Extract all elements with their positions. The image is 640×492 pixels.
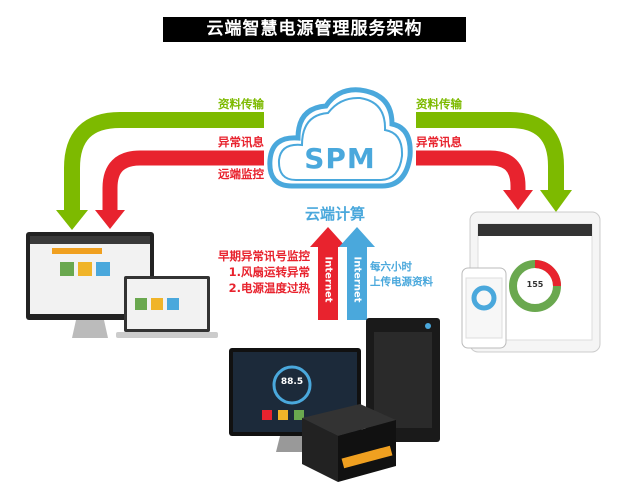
internet-red-text: Internet xyxy=(322,256,334,303)
cloud-caption: 云端计算 xyxy=(304,205,365,223)
note-line: 每六小时 xyxy=(370,261,412,273)
note-line: 2.电源温度过热 xyxy=(228,281,310,295)
cloud-icon xyxy=(267,87,413,189)
upload-notes: 每六小时 上传电源资料 xyxy=(370,260,433,290)
laptop xyxy=(116,276,218,338)
early-warning-notes: 早期异常讯号监控 1.风扇运转异常 2.电源温度过热 xyxy=(218,248,310,296)
internet-blue-arrow xyxy=(339,227,375,320)
note-line: 1.风扇运转异常 xyxy=(228,265,310,279)
note-line: 上传电源资料 xyxy=(370,276,433,288)
internet-red-arrow xyxy=(310,227,346,320)
right-data-arrow xyxy=(416,112,572,212)
cloud-spm-label: SPM xyxy=(304,142,376,175)
left-remote-label: 远端监控 xyxy=(218,167,264,181)
power-supply xyxy=(302,404,396,482)
left-alert-label: 异常讯息 xyxy=(218,135,264,149)
desktop-monitor-left xyxy=(26,232,154,338)
page-title: 云端智慧电源管理服务架构 xyxy=(163,17,466,42)
phone xyxy=(461,267,507,349)
left-data-arrow xyxy=(56,112,264,230)
right-data-transfer-label: 资料传输 xyxy=(416,97,462,111)
left-alert-arrow xyxy=(95,150,264,229)
pc-tower xyxy=(366,318,440,442)
internet-blue-text: Internet xyxy=(351,256,363,303)
right-alert-label: 异常讯息 xyxy=(416,135,462,149)
left-data-transfer-label: 资料传输 xyxy=(218,97,264,111)
tablet-reading: 155 xyxy=(526,280,544,289)
monitor-reading: 88.5 xyxy=(280,377,304,387)
note-line: 早期异常讯号监控 xyxy=(218,249,310,263)
right-alert-arrow xyxy=(416,150,533,210)
